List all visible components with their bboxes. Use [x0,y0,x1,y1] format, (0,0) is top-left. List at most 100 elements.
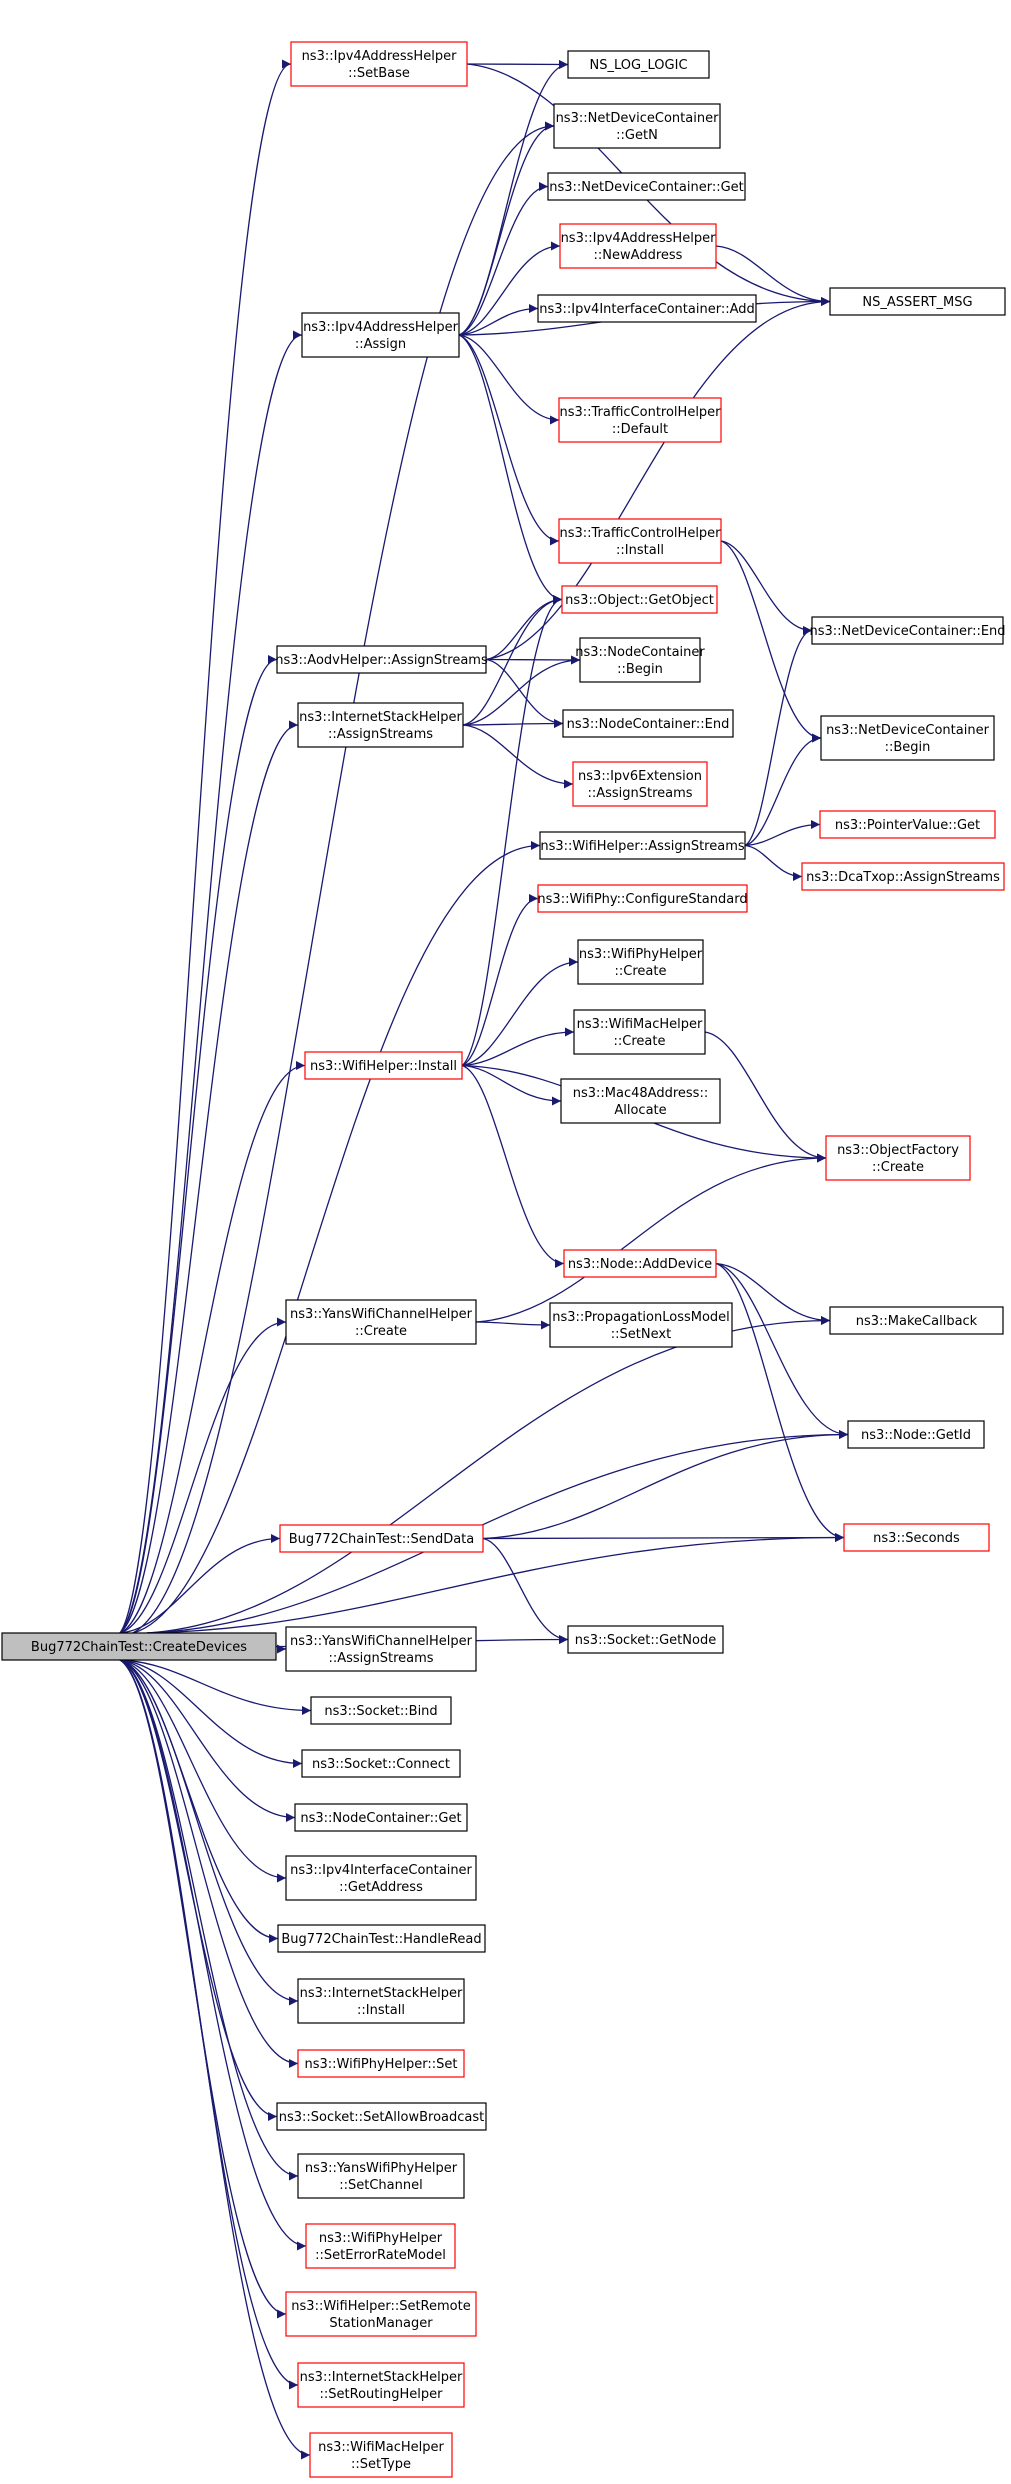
node-aodv_assignstreams: ns3::AodvHelper::AssignStreams [275,645,488,674]
node-seconds[interactable]: ns3::Seconds [843,1523,990,1552]
node-nc_end: ns3::NodeContainer::End [562,709,734,738]
node-label: ns3::NodeContainer [575,645,705,660]
node-wifimachelper_settype[interactable]: ns3::WifiMacHelper::SetType [309,2432,453,2478]
node-label: ns3::Ipv4AddressHelper [302,49,458,64]
node-box [577,939,704,985]
node-ndc_begin: ns3::NetDeviceContainer::Begin [820,715,995,761]
node-box [843,1523,990,1552]
node-label: ::Default [612,422,668,437]
node-wifihelper_install[interactable]: ns3::WifiHelper::Install [304,1051,463,1080]
edge-ish_assignstreams-to-nc_end [462,719,564,729]
edge-root-to-senddata [120,1534,281,1634]
node-label: ns3::WifiPhyHelper [579,947,703,962]
node-box [820,715,995,761]
node-wifiphyhelper_create: ns3::WifiPhyHelper::Create [577,939,704,985]
node-wifiphyhelper_seterrorratemodel[interactable]: ns3::WifiPhyHelper::SetErrorRateModel [305,2223,456,2269]
edge-ipv4_assign-to-ipv4_newaddress [458,241,561,336]
node-label: ns3::WifiHelper::Install [310,1059,457,1074]
edge-root-to-ipv4_assign [119,330,303,1634]
node-label: ns3::Ipv4AddressHelper [561,231,717,246]
node-ish_setroutinghelper[interactable]: ns3::InternetStackHelper::SetRoutingHelp… [297,2362,465,2408]
edge-wifihelper_install-to-mac48_allocate [461,1064,562,1106]
node-wifiphy_configurestandard[interactable]: ns3::WifiPhy::ConfigureStandard [537,884,748,913]
node-ipv4_newaddress[interactable]: ns3::Ipv4AddressHelper::NewAddress [559,223,717,269]
node-ipv4ic_add: ns3::Ipv4InterfaceContainer::Add [537,294,757,323]
node-box [573,1009,706,1055]
node-ipv6ext_assignstreams[interactable]: ns3::Ipv6Extension::AssignStreams [572,761,708,807]
node-wifimachelper_create: ns3::WifiMacHelper::Create [573,1009,706,1055]
node-tch_install[interactable]: ns3::TrafficControlHelper::Install [558,518,722,564]
node-box [297,2362,465,2408]
node-label: ns3::WifiPhy::ConfigureStandard [537,892,747,907]
edge-root-to-wifiphyhelper_seterrorratemodel [119,1659,307,2251]
node-label: ns3::TrafficControlHelper [559,405,721,420]
edge-ipv4_assign-to-ndc_get [458,182,549,336]
node-box [304,1051,463,1080]
node-socket_bind: ns3::Socket::Bind [310,1696,452,1725]
node-box [309,2432,453,2478]
node-node_getid: ns3::Node::GetId [847,1420,985,1449]
edge-wifimachelper_create-to-objectfactory_create [704,1031,827,1163]
node-mac48_allocate: ns3::Mac48Address::Allocate [560,1078,721,1124]
node-ndc_getn: ns3::NetDeviceContainer::GetN [553,103,721,149]
node-box [829,287,1006,316]
node-label: Bug772ChainTest::HandleRead [281,1932,481,1947]
node-wifiphyhelper_set[interactable]: ns3::WifiPhyHelper::Set [297,2049,465,2078]
node-ish_assignstreams: ns3::InternetStackHelper::AssignStreams [297,702,464,748]
node-box [563,1249,717,1278]
node-label: ::Create [872,1160,924,1175]
node-objectfactory_create[interactable]: ns3::ObjectFactory::Create [825,1135,971,1181]
edge-ipv4_newaddress-to-ns_assert_msg [715,245,831,306]
node-ish_install: ns3::InternetStackHelper::Install [297,1978,465,2024]
node-label: ns3::YansWifiChannelHelper [290,1634,473,1649]
node-label: ns3::AodvHelper::AssignStreams [275,653,488,668]
node-label: ns3::Object::GetObject [565,593,714,608]
node-box [558,518,722,564]
node-box [1,1632,277,1661]
node-box [537,294,757,323]
node-dcatxop_assignstreams[interactable]: ns3::DcaTxop::AssignStreams [801,862,1005,891]
node-pointervalue_get[interactable]: ns3::PointerValue::Get [819,810,996,839]
edge-root-to-socket_bind [120,1659,312,1715]
node-label: NS_LOG_LOGIC [589,58,687,73]
node-box [301,1749,461,1778]
edge-ipv4_assign-to-ndc_getn [458,121,555,336]
edge-senddata-to-socket_getnode [482,1537,569,1644]
node-object_getobject[interactable]: ns3::Object::GetObject [561,585,718,614]
node-tch_default[interactable]: ns3::TrafficControlHelper::Default [558,397,722,443]
edge-ipv4_assign-to-ipv4ic_add [458,304,539,336]
edge-root-to-wifihelper_setremotestationmanager [119,1659,287,2319]
node-label: ns3::Node::GetId [861,1428,971,1443]
edge-wifihelper_install-to-wifimachelper_create [461,1027,575,1067]
node-box [559,223,717,269]
edge-root-to-wifihelper_install [119,1061,306,1634]
node-nc_get: ns3::NodeContainer::Get [294,1803,468,1832]
node-label: ::SetChannel [339,2178,422,2193]
node-label: ::SetBase [348,66,410,81]
node-label: ns3::Seconds [873,1531,960,1546]
node-label: ns3::NodeContainer::End [567,717,730,732]
node-box [801,862,1005,891]
call-edges [119,59,849,2460]
node-senddata[interactable]: Bug772ChainTest::SendData [279,1524,484,1553]
node-ndc_end: ns3::NetDeviceContainer::End [809,616,1006,645]
node-label: Bug772ChainTest::SendData [289,1532,475,1547]
edge-wifihelper_install-to-node_adddevice [461,1064,565,1268]
node-box [294,1803,468,1832]
node-ns_assert_msg: NS_ASSERT_MSG [829,287,1006,316]
node-box [547,172,746,201]
node-box [572,761,708,807]
node-box [285,1855,477,1901]
node-box [847,1420,985,1449]
node-label: ::SetErrorRateModel [315,2248,446,2263]
node-node_adddevice[interactable]: ns3::Node::AddDevice [563,1249,717,1278]
node-ipv4_setbase[interactable]: ns3::Ipv4AddressHelper::SetBase [290,41,468,87]
node-label: ::SetRoutingHelper [320,2387,444,2402]
node-socket_connect: ns3::Socket::Connect [301,1749,461,1778]
edge-senddata-to-node_getid [482,1430,849,1540]
node-box [539,831,746,860]
node-box [301,312,460,358]
node-ipv4_assign: ns3::Ipv4AddressHelper::Assign [301,312,460,358]
